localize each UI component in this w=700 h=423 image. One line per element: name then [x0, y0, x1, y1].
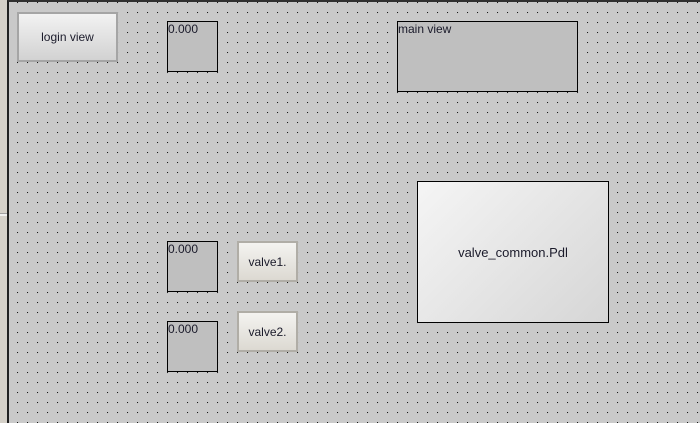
- splitter-notch: [0, 213, 7, 216]
- left-panel-edge: [0, 0, 7, 423]
- value-display-1[interactable]: 0.000: [167, 21, 218, 72]
- value-display-3[interactable]: 0.000: [167, 321, 218, 372]
- login-view-button[interactable]: login view: [17, 12, 118, 62]
- valve-common-pdl-object[interactable]: valve_common.Pdl: [417, 181, 609, 323]
- main-view-object[interactable]: main view: [397, 21, 578, 92]
- valve1-button[interactable]: valve1.: [237, 241, 298, 282]
- value-display-2[interactable]: 0.000: [167, 241, 218, 292]
- valve2-button[interactable]: valve2.: [237, 311, 298, 352]
